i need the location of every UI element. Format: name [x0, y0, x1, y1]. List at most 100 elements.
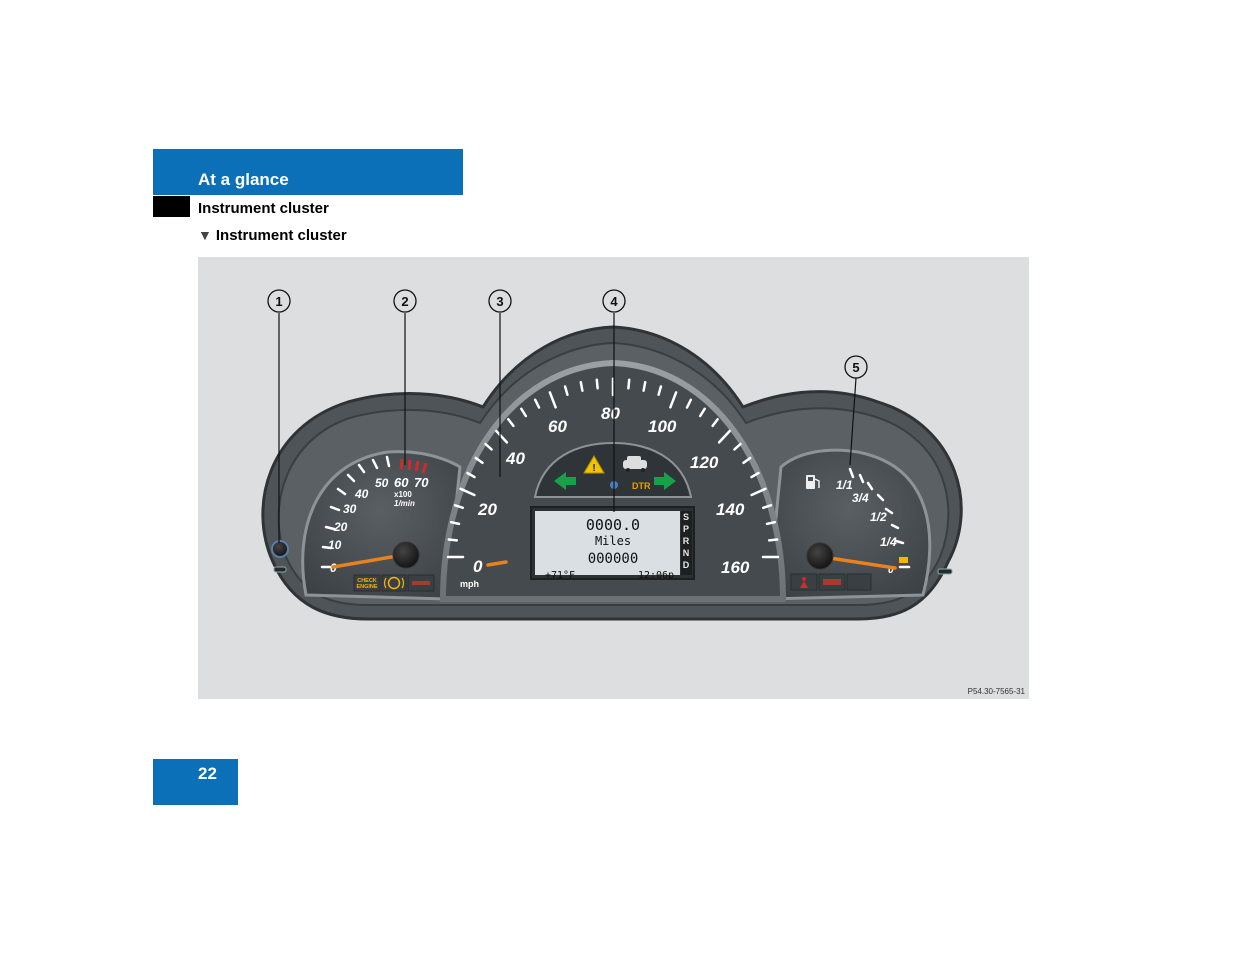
page-number: 22 — [198, 764, 217, 783]
turn-left-arrow-icon — [554, 472, 576, 490]
instrument-cluster-illustration: 0 10 20 30 40 50 60 70 x100 1/min CHECK … — [261, 289, 963, 621]
fuel-gauge-hub — [806, 542, 834, 570]
speedometer-needle — [486, 560, 508, 567]
instrument-cluster-figure: 0 10 20 30 40 50 60 70 x100 1/min CHECK … — [198, 257, 1029, 699]
tach-tick-label: 20 — [333, 520, 348, 534]
speed-tick-label: 100 — [648, 417, 677, 436]
subsubheading-row: ▼Instrument cluster — [198, 227, 347, 244]
section-marker — [153, 196, 190, 217]
speed-tick — [657, 385, 663, 396]
speed-tick — [447, 538, 459, 542]
speed-tick — [642, 380, 647, 392]
speed-tick — [495, 429, 509, 444]
callout-leaders — [278, 313, 857, 543]
speed-tick — [750, 487, 767, 497]
speed-tick-label: 0 — [473, 557, 483, 576]
tach-unit-line2: 1/min — [394, 499, 415, 508]
abs-warning-icon — [381, 574, 407, 592]
gear-letter: R — [683, 536, 690, 546]
speed-tick-label: 160 — [721, 558, 750, 577]
fuel-tick-label: 1/1 — [836, 478, 853, 492]
section-header-bar: At a glance — [153, 149, 463, 195]
gear-letter: N — [683, 548, 690, 558]
fuel-needle — [821, 555, 897, 570]
speed-tick — [685, 398, 693, 409]
callout-4: 4 — [610, 294, 618, 309]
svg-text:!: ! — [592, 463, 595, 474]
speed-tick — [761, 504, 773, 510]
tachometer-needle — [331, 553, 405, 569]
fuel-tick-label: 1/2 — [870, 510, 887, 524]
subheading: Instrument cluster — [198, 200, 329, 217]
triangle-down-icon: ▼ — [198, 227, 212, 243]
callout-1: 1 — [275, 294, 282, 309]
clock: 12:06p — [638, 570, 674, 581]
gear-indicator — [681, 511, 692, 575]
speed-tick-label: 140 — [716, 500, 745, 519]
speed-tick — [698, 407, 706, 418]
gear-letter: D — [683, 560, 690, 570]
fuel-ticks — [848, 467, 911, 569]
tach-tick-label: 10 — [328, 538, 342, 552]
speed-tick — [711, 417, 719, 428]
speed-tick — [563, 385, 569, 396]
speed-tick — [507, 417, 515, 428]
fuel-tick-label: 0 — [888, 565, 894, 576]
callout-markers: 1 2 3 4 5 — [267, 289, 868, 379]
check-engine-lamp-line1: CHECK — [357, 578, 377, 584]
speed-tick-label: 80 — [601, 404, 620, 423]
tach-tick-label: 60 — [394, 475, 409, 490]
speed-tick-label: 60 — [548, 417, 567, 436]
speedometer-ticks — [446, 377, 780, 559]
section-title: At a glance — [198, 170, 289, 189]
gear-letter: P — [683, 524, 689, 534]
page-number-box: 22 — [153, 759, 238, 805]
dtr-indicator: DTR — [632, 481, 651, 491]
tach-tick-label: 40 — [354, 487, 369, 501]
check-engine-lamp-line2: ENGINE — [356, 584, 377, 590]
multifunction-display — [535, 511, 680, 575]
speed-tick — [474, 456, 484, 465]
tachometer-dial — [301, 450, 462, 601]
callout-2: 2 — [401, 294, 408, 309]
car-distance-icon — [623, 456, 647, 472]
redline-ticks — [399, 458, 428, 474]
speed-tick — [717, 429, 731, 444]
turn-right-arrow-icon — [654, 472, 676, 490]
speed-tick-label: 20 — [477, 500, 497, 519]
fuel-tick-label: 1/4 — [880, 535, 897, 549]
fuel-pump-icon — [806, 475, 820, 489]
speed-tick — [742, 456, 752, 465]
right-indicator-slot — [937, 568, 953, 575]
blank-warning-lamp — [846, 573, 872, 591]
subsubheading: Instrument cluster — [215, 227, 347, 244]
speed-tick — [595, 378, 599, 390]
speed-tick — [449, 520, 461, 526]
speed-tick-label: 40 — [505, 449, 525, 468]
outside-temperature: +71°F — [545, 570, 575, 581]
tach-unit-line1: x100 — [394, 490, 412, 499]
display-unit: Miles — [595, 534, 631, 548]
speed-tick — [579, 380, 584, 392]
speed-tick-label: 120 — [690, 453, 719, 472]
gear-letter: S — [683, 512, 689, 522]
speed-tick — [627, 378, 631, 390]
figure-code: P54.30-7565-31 — [967, 687, 1025, 696]
tach-tick-label: 30 — [343, 502, 357, 516]
speed-unit: mph — [460, 579, 479, 589]
tachometer-hub — [392, 541, 420, 569]
speed-tick — [548, 391, 557, 409]
callout-5: 5 — [852, 360, 859, 375]
speed-tick — [767, 538, 779, 542]
speed-tick — [733, 442, 742, 451]
warning-triangle-icon: ! — [583, 455, 605, 474]
fuel-tick-label: 3/4 — [852, 491, 869, 505]
speed-tick — [765, 520, 777, 526]
speed-tick — [484, 442, 493, 451]
speed-tick — [669, 391, 678, 409]
speed-tick — [466, 471, 476, 479]
tach-tick-label: 70 — [414, 475, 429, 490]
speed-tick — [453, 504, 465, 510]
tachometer-ticks — [320, 455, 391, 569]
speed-tick — [459, 487, 476, 497]
